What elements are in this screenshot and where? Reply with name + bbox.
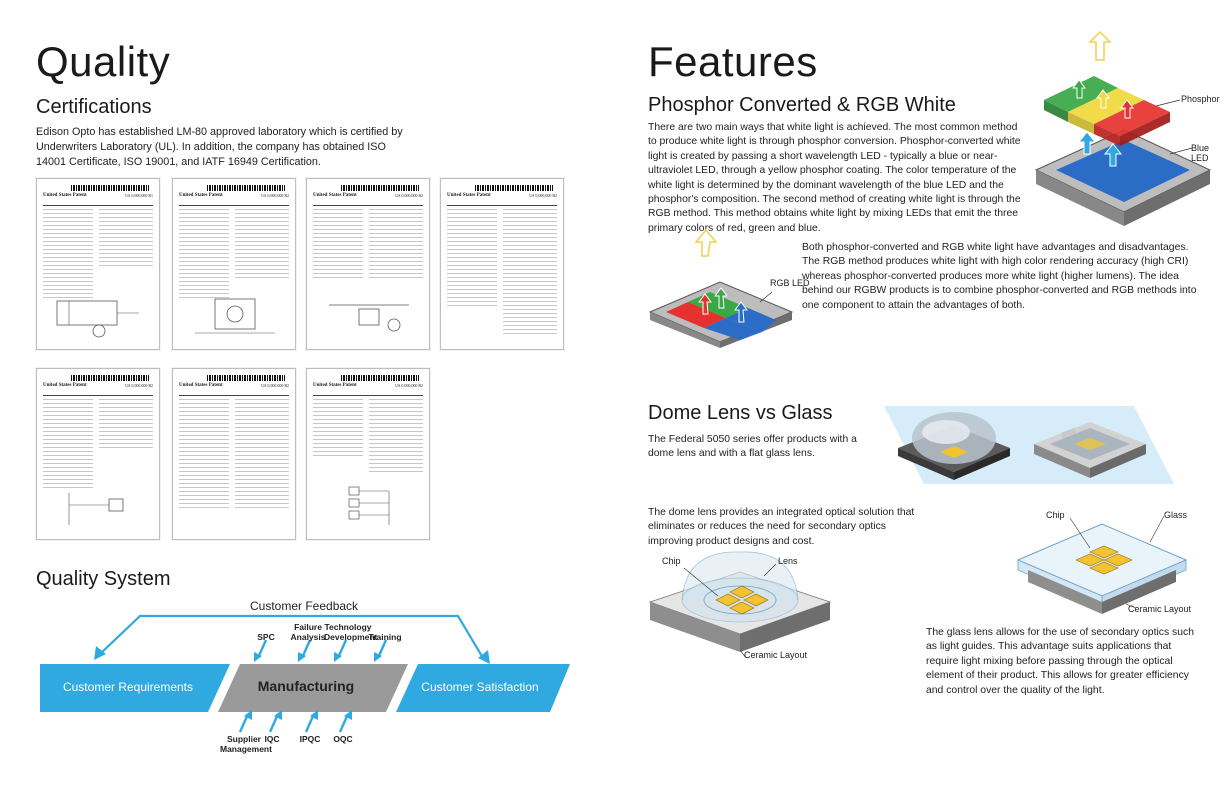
patent-figure [329, 304, 409, 332]
patent-document: United States Patent US 0,000,000 B2 [440, 178, 564, 350]
patent-document: United States Patent US 0,000,000 B2 [172, 368, 296, 540]
dome-heading: Dome Lens vs Glass [648, 402, 833, 424]
dome-intro-text: The Federal 5050 series offer products w… [648, 434, 857, 460]
input-iqc: IQC [264, 734, 280, 744]
phosphor-text: There are two main ways that white light… [648, 122, 1021, 234]
white-light-arrow-icon [694, 228, 718, 257]
lens-label: Lens [778, 556, 798, 566]
patent-title: United States Patent [43, 383, 87, 388]
rgb-led-illustration [648, 228, 794, 348]
patent-number: US 0,000,000 B2 [261, 383, 289, 388]
rgb-led-label: RGB LED [770, 278, 810, 288]
patent-title: United States Patent [447, 193, 491, 198]
quality-system-diagram [40, 614, 570, 733]
patent-number: US 0,000,000 B2 [529, 193, 557, 198]
certifications-text: Edison Opto has established LM-80 approv… [36, 126, 403, 168]
ceramic-layout-label-glass: Ceramic Layout [1128, 604, 1192, 614]
customer-satisfaction-shape [396, 664, 570, 712]
patent-title: United States Patent [179, 383, 223, 388]
customer-feedback-label: Customer Feedback [250, 599, 359, 613]
patent-title: United States Patent [43, 193, 87, 198]
patent-figure [68, 493, 124, 525]
manufacturing-shape [218, 664, 408, 712]
input-training: Training [368, 632, 402, 642]
customer-satisfaction-label: Customer Satisfaction [421, 680, 539, 694]
dome-lens-text: The dome lens provides an integrated opt… [648, 507, 915, 547]
glass-lens-diagram [1016, 515, 1188, 614]
input-spc: SPC [257, 632, 275, 642]
customer-requirements-shape [40, 664, 230, 712]
phosphor-heading: Phosphor Converted & RGB White [648, 94, 956, 116]
feedback-loop-line [99, 614, 484, 659]
patent-number: US 0,000,000 B2 [395, 193, 423, 198]
patent-document: United States Patent US 0,000,000 B2 [306, 178, 430, 350]
patent-title: United States Patent [313, 193, 357, 198]
patent-figure [195, 298, 275, 334]
glass-label: Glass [1164, 510, 1188, 520]
dome-lens-diagram [648, 551, 832, 659]
feedback-arrowhead [94, 646, 106, 660]
phosphor-label: Phosphor [1181, 94, 1220, 104]
patent-document: United States Patent US 0,000,000 B2 [36, 368, 160, 540]
patent-number: US 0,000,000 B2 [395, 383, 423, 388]
product-photo [884, 406, 1174, 484]
manufacturing-label: Manufacturing [257, 678, 355, 694]
patent-document: United States Patent US 0,000,000 B2 [306, 368, 430, 540]
patent-title: United States Patent [179, 193, 223, 198]
input-failure-analysis: Failure Analysis [290, 622, 326, 642]
patent-number: US 0,000,000 B2 [125, 383, 153, 388]
patent-figure [56, 300, 139, 338]
chip-label: Chip [662, 556, 681, 566]
customer-requirements-label: Customer Requirements [62, 680, 194, 694]
blue-led-label: Blue LED [1191, 143, 1210, 163]
patent-number: US 0,000,000 B1 [125, 193, 153, 198]
features-title: Features [648, 38, 818, 85]
input-ipqc: IPQC [299, 734, 321, 744]
patent-number: US 0,000,000 B2 [261, 193, 289, 198]
white-light-arrow-icon [1088, 30, 1112, 61]
input-oqc: OQC [333, 734, 353, 744]
rgb-comparison-text: Both phosphor-converted and RGB white li… [802, 242, 1197, 311]
input-supplier-management: Supplier Management [220, 734, 272, 754]
phosphor-led-illustration [1034, 30, 1212, 226]
certifications-heading: Certifications [36, 96, 152, 118]
patent-figure [348, 486, 390, 525]
patent-document: United States Patent US 0,000,000 B2 [172, 178, 296, 350]
ceramic-layout-label: Ceramic Layout [744, 650, 808, 660]
glass-lens-text: The glass lens allows for the use of sec… [926, 627, 1194, 696]
patent-document: United States Patent US 0,000,000 B1 [36, 178, 160, 350]
quality-system-heading: Quality System [36, 568, 171, 590]
quality-title: Quality [36, 38, 171, 85]
patent-title: United States Patent [313, 383, 357, 388]
input-technology-development: Technology Development [324, 622, 378, 642]
chip-label-glass: Chip [1046, 510, 1065, 520]
